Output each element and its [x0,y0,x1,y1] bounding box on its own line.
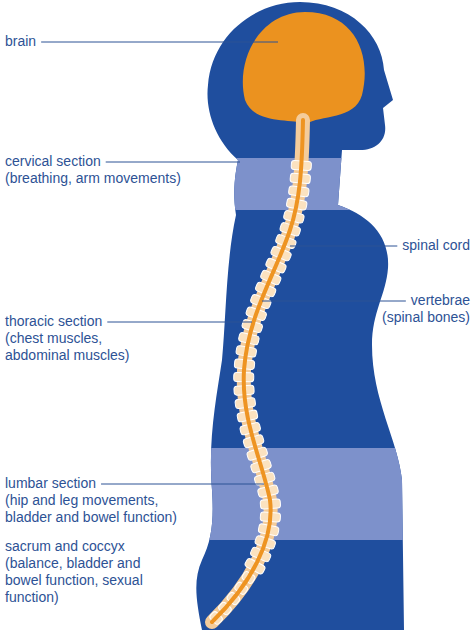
leader-line [262,301,406,302]
leader-line [106,162,240,163]
leader-line [290,246,397,247]
lumbar-band [0,448,474,540]
spinal-column [212,120,303,622]
spinal-cord-line [212,120,303,622]
part-label: vertebrae [411,292,470,309]
brain-shape [243,12,365,124]
part-note: (spinal bones) [382,309,470,326]
section-function: (balance, bladder and bowel function, se… [5,555,145,606]
part-label: brain [5,33,36,50]
part-label: spinal cord [402,237,470,254]
section-label: sacrum and coccyx [5,538,125,555]
section-label: thoracic section [5,313,102,330]
section-label: cervical section [5,153,101,170]
section-function: (hip and leg movements, bladder and bowe… [5,492,205,526]
section-function: (chest muscles, abdominal muscles) [5,330,145,364]
section-label: lumbar section [5,475,96,492]
leader-line [41,42,278,43]
leader-lines [41,42,406,484]
leader-line [101,484,264,485]
section-function: (breathing, arm movements) [5,170,181,187]
leader-line [107,322,252,323]
